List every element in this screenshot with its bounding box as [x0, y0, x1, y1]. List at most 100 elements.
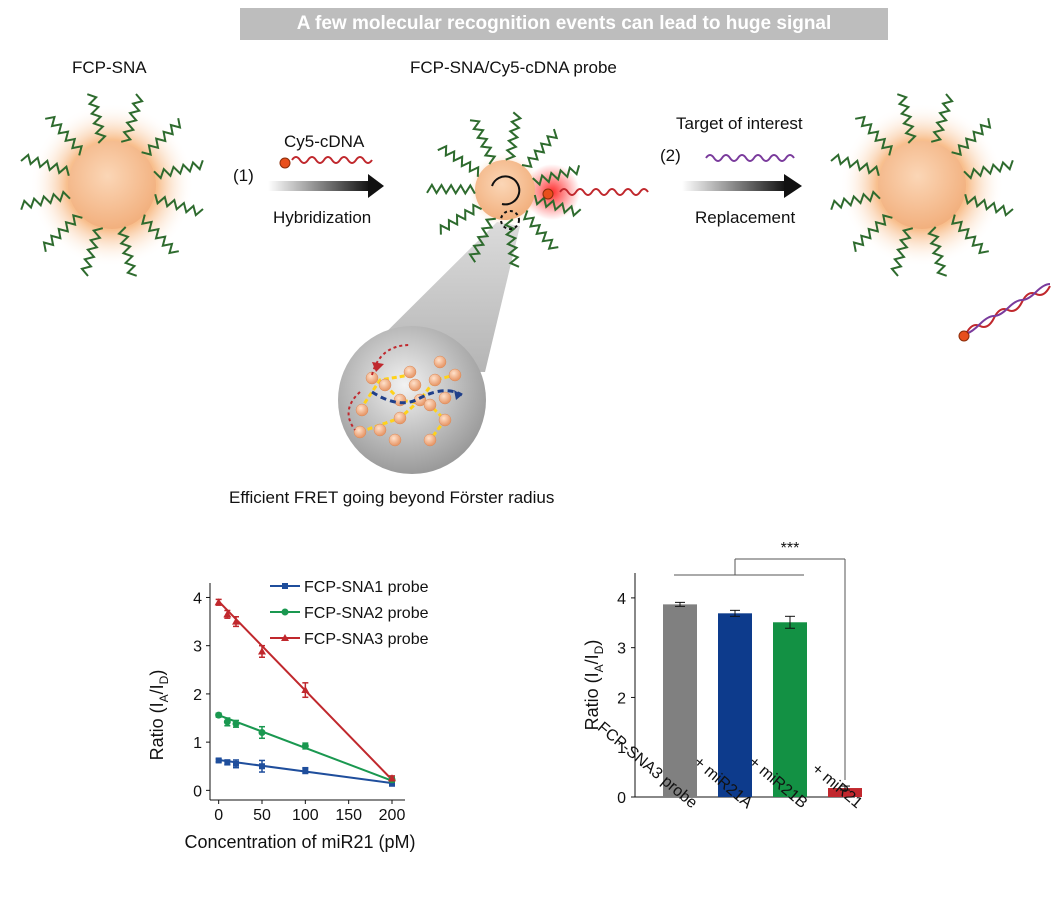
line-chart-ylabel: Ratio (IA/ID) [147, 670, 171, 761]
target-strand [705, 154, 795, 162]
y-tick-label: 2 [617, 690, 626, 707]
dna-strand [927, 226, 948, 277]
chromophore-bead [438, 413, 452, 427]
chromophore-bead [353, 425, 367, 439]
chromophore-bead [438, 391, 452, 405]
dna-strand [20, 190, 71, 211]
dna-strand [154, 193, 204, 217]
left-title: FCP-SNA [72, 58, 147, 77]
y-tick-label: 0 [617, 790, 626, 807]
dna-strand [42, 214, 83, 252]
dna-strand [521, 128, 559, 168]
line-chart-xlabel: Concentration of miR21 (pM) [184, 832, 415, 852]
y-tick-label: 4 [617, 591, 626, 608]
y-tick-label: 3 [617, 641, 626, 658]
zoom-caption: Efficient FRET going beyond Förster radi… [229, 488, 555, 507]
dna-strand [505, 111, 523, 161]
dna-strand [20, 153, 70, 177]
legend-marker [282, 583, 288, 589]
dna-strand [830, 153, 880, 177]
chromophore-bead [373, 423, 387, 437]
data-point [259, 763, 265, 770]
dna-strand [830, 190, 881, 211]
data-point [232, 720, 240, 728]
dna-strand [120, 93, 144, 143]
legend-label: FCP-SNA3 probe [304, 631, 429, 648]
chromophore-bead [448, 368, 462, 382]
x-tick-label: 100 [292, 807, 319, 824]
replacement-arrow [682, 174, 802, 198]
banner-title: A few molecular recognition events can l… [240, 8, 888, 66]
data-point [258, 728, 266, 736]
data-point [388, 774, 396, 782]
chromophore-bead [408, 378, 422, 392]
category-label: + miR21 [808, 760, 865, 812]
dna-strand [503, 218, 520, 268]
zoom-sphere [338, 326, 486, 474]
dna-strand [45, 115, 83, 156]
data-point [215, 711, 223, 719]
dna-strand [930, 93, 954, 143]
dna-strand [951, 214, 989, 255]
bar-chart-significance: *** [674, 540, 846, 781]
x-tick-label: 50 [253, 807, 271, 824]
step1-reagent: Cy5-cDNA [284, 132, 365, 151]
legend-marker [281, 634, 289, 641]
significance-stars: *** [781, 540, 800, 557]
legend-label: FCP-SNA1 probe [304, 579, 429, 596]
dna-strand [522, 210, 559, 250]
step2-reagent: Target of interest [676, 114, 803, 133]
chromophore-bead [423, 398, 437, 412]
dna-strand [533, 194, 582, 218]
dna-strand [852, 214, 893, 252]
chromophore-bead [428, 373, 442, 387]
y-tick-label: 0 [193, 783, 202, 800]
y-tick-label: 1 [617, 740, 626, 757]
y-tick-label: 4 [193, 590, 202, 607]
data-point [232, 617, 240, 625]
fcp-sna-replaced-particle [830, 93, 1014, 277]
y-tick-label: 3 [193, 639, 202, 656]
data-point [214, 598, 223, 606]
middle-title: FCP-SNA/Cy5-cDNA probe [410, 58, 617, 77]
dna-strand [469, 119, 497, 165]
dna-strand [951, 118, 992, 156]
data-point [224, 759, 231, 766]
dna-strand [141, 214, 179, 255]
dna-strand [532, 165, 581, 187]
dna-strand [439, 203, 483, 235]
bar-chart-ylabel: Ratio (IA/ID) [582, 640, 606, 731]
data-point [301, 742, 309, 750]
data-point [223, 718, 231, 726]
dna-strand [855, 115, 893, 156]
hybridization-arrow [268, 174, 384, 198]
y-tick-label: 2 [193, 687, 202, 704]
dna-strand [86, 93, 107, 144]
line-chart-points [214, 598, 396, 787]
chromophore-bead [423, 433, 437, 447]
dna-strand [964, 193, 1014, 217]
dna-strand [426, 182, 476, 196]
legend-label: FCP-SNA2 probe [304, 605, 429, 622]
y-tick-label: 1 [193, 735, 202, 752]
legend-marker [281, 608, 289, 616]
dna-strand [437, 144, 480, 177]
data-point [258, 647, 266, 655]
dna-strand [896, 93, 917, 144]
bar-chart-bars: FCP-SNA3 probe+ miR21A+ miR21B+ miR21 [594, 601, 865, 812]
dna-strand [141, 118, 182, 156]
fcp-sna-cy5-probe-particle [426, 111, 649, 268]
released-duplex [958, 283, 1051, 342]
step1-number: (1) [233, 166, 254, 185]
dna-strand [468, 217, 496, 263]
bar [663, 604, 697, 797]
dna-strand [153, 159, 204, 180]
x-tick-label: 200 [379, 807, 406, 824]
bar [718, 613, 752, 797]
x-tick-label: 150 [335, 807, 362, 824]
chromophore-bead [378, 378, 392, 392]
